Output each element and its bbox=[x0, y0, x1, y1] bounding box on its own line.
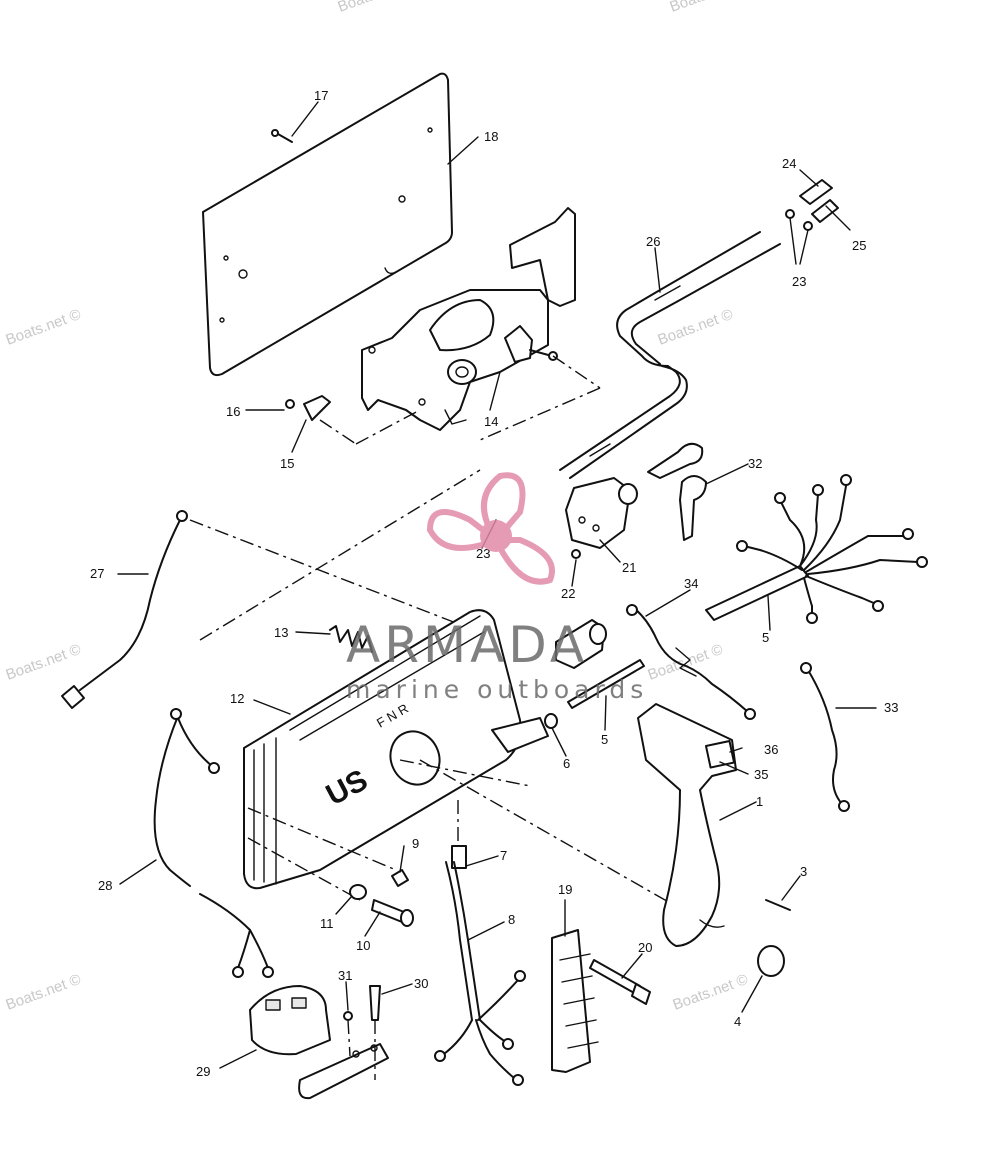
part-10-screw bbox=[371, 899, 414, 927]
part-30-screw bbox=[369, 985, 381, 1080]
callout-33: 33 bbox=[884, 700, 898, 715]
callout-1: 1 bbox=[756, 794, 763, 809]
callout-29: 29 bbox=[196, 1064, 210, 1079]
propeller-logo-icon bbox=[426, 472, 555, 585]
part-32-keys bbox=[647, 442, 707, 541]
part-19-terminal-block bbox=[551, 929, 599, 1073]
part-6-washer bbox=[544, 713, 558, 729]
watermark-text: Boats.net © bbox=[656, 306, 736, 349]
callout-16: 16 bbox=[226, 404, 240, 419]
callout-24: 24 bbox=[782, 156, 796, 171]
watermark-text: Boats.net © bbox=[4, 306, 84, 349]
callout-6: 6 bbox=[563, 756, 570, 771]
part-29-horn bbox=[249, 985, 389, 1100]
callout-36: 36 bbox=[764, 742, 778, 757]
callout-23-top: 23 bbox=[792, 274, 806, 289]
watermark-text: Boats.net © bbox=[671, 971, 751, 1014]
callout-9: 9 bbox=[412, 836, 419, 851]
part-5-harness-plug bbox=[705, 474, 928, 624]
part-34-harness bbox=[626, 604, 756, 720]
callout-3: 3 bbox=[800, 864, 807, 879]
callout-4: 4 bbox=[734, 1014, 741, 1029]
callout-25: 25 bbox=[852, 238, 866, 253]
brand-tagline: marine outboards bbox=[346, 675, 648, 704]
callout-35: 35 bbox=[754, 767, 768, 782]
watermark-text: Boats.net © bbox=[646, 641, 726, 684]
part-1-control-handle bbox=[637, 703, 737, 947]
callout-5-right: 5 bbox=[762, 630, 769, 645]
callout-18: 18 bbox=[484, 129, 498, 144]
callout-23-center: 23 bbox=[476, 546, 490, 561]
part-neutral-switch bbox=[555, 619, 607, 669]
part-4-knob bbox=[757, 945, 785, 977]
callout-17: 17 bbox=[314, 88, 328, 103]
callout-34: 34 bbox=[684, 576, 698, 591]
callout-labels: 17 18 24 25 23 26 14 16 15 32 21 22 23 3… bbox=[90, 88, 898, 1079]
callout-5-center: 5 bbox=[601, 732, 608, 747]
callout-11: 11 bbox=[320, 916, 334, 931]
callout-7: 7 bbox=[500, 848, 507, 863]
part-5-pin bbox=[567, 659, 645, 709]
part-9-screw bbox=[391, 869, 409, 887]
part-20-screw bbox=[589, 959, 651, 1005]
part-17-screw bbox=[271, 129, 293, 143]
callout-8: 8 bbox=[508, 912, 515, 927]
part-13-spring bbox=[329, 625, 373, 653]
part-15-16-nut bbox=[285, 395, 421, 445]
callout-13: 13 bbox=[274, 625, 288, 640]
part-28-leads bbox=[153, 708, 274, 978]
watermark-text: Boats.net © bbox=[336, 0, 416, 16]
part-33-lead bbox=[800, 662, 850, 812]
part-12-control-box: US F N R bbox=[199, 469, 701, 921]
part-3-pin bbox=[765, 899, 791, 911]
part-31-nut bbox=[343, 1011, 353, 1057]
callout-22: 22 bbox=[561, 586, 575, 601]
callout-30: 30 bbox=[414, 976, 428, 991]
part-24-25-cable-ends bbox=[785, 179, 839, 231]
callout-12: 12 bbox=[230, 691, 244, 706]
part-21-ignition-switch bbox=[565, 477, 638, 559]
callout-32: 32 bbox=[748, 456, 762, 471]
callout-31: 31 bbox=[338, 968, 352, 983]
brand-watermark: ARMADA marine outboards bbox=[346, 472, 648, 704]
callout-28: 28 bbox=[98, 878, 112, 893]
part-7-8-lead-assembly bbox=[434, 800, 526, 1086]
watermark-text: Boats.net © bbox=[668, 0, 748, 16]
callout-19: 19 bbox=[558, 882, 572, 897]
watermark-text: Boats.net © bbox=[4, 641, 84, 684]
part-18-mounting-plate bbox=[202, 72, 453, 377]
watermark-text: Boats.net © bbox=[4, 971, 84, 1014]
callout-20: 20 bbox=[638, 940, 652, 955]
part-14-control-mechanism bbox=[361, 207, 601, 441]
callout-14: 14 bbox=[484, 414, 498, 429]
callout-15: 15 bbox=[280, 456, 294, 471]
brand-name: ARMADA bbox=[346, 616, 588, 674]
callout-10: 10 bbox=[356, 938, 370, 953]
part-26-cables bbox=[559, 231, 781, 479]
callout-21: 21 bbox=[622, 560, 636, 575]
callout-26: 26 bbox=[646, 234, 660, 249]
part-27-lead bbox=[61, 510, 501, 709]
callout-27: 27 bbox=[90, 566, 104, 581]
part-11-washer bbox=[349, 884, 367, 900]
